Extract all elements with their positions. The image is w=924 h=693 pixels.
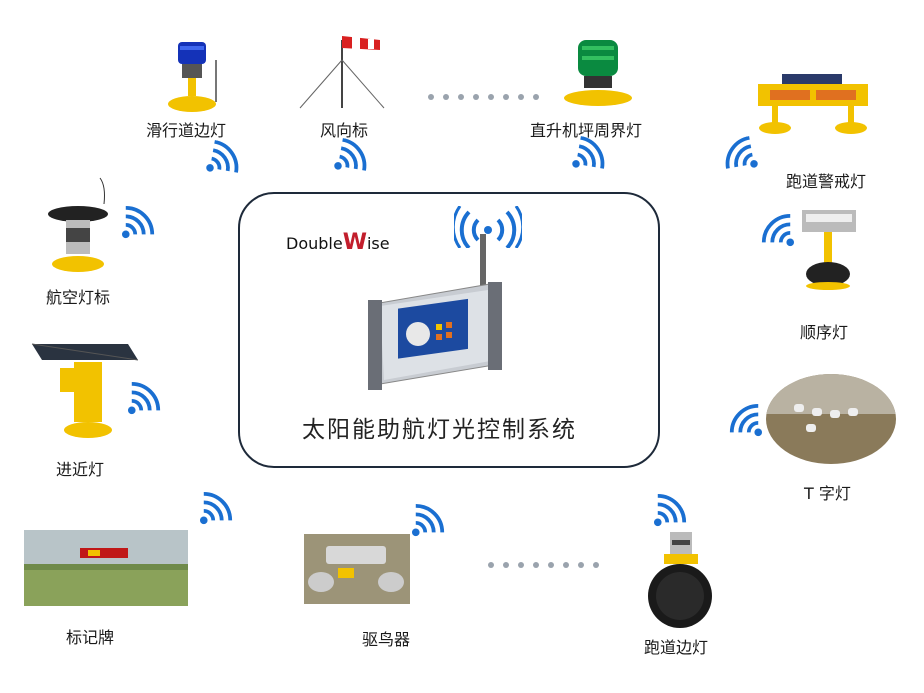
control-system-panel: DoubleWise 太阳能助航灯光控制系统 bbox=[238, 192, 660, 468]
wifi-icon bbox=[758, 214, 796, 248]
sign-board-photo bbox=[24, 530, 188, 606]
bird-repeller-label: 驱鸟器 bbox=[362, 630, 411, 649]
wifi-icon bbox=[126, 382, 164, 416]
heliport-perimeter-light-label: 直升机坪周界灯 bbox=[530, 121, 643, 140]
runway-edge-light-label: 跑道边灯 bbox=[644, 638, 709, 657]
windsock-image bbox=[299, 36, 385, 109]
runway-guard-light-label: 跑道警戒灯 bbox=[786, 172, 867, 191]
controller-device-image bbox=[368, 234, 502, 390]
wifi-icon bbox=[198, 492, 236, 526]
runway-edge-light-image bbox=[648, 532, 712, 628]
system-title: 太阳能助航灯光控制系统 bbox=[302, 417, 577, 443]
wifi-icon bbox=[410, 504, 448, 538]
taxiway-edge-light-image bbox=[168, 42, 217, 112]
sign-board-label: 标记牌 bbox=[66, 628, 115, 647]
t-light-photo bbox=[766, 374, 896, 464]
wifi-icon bbox=[331, 137, 374, 177]
wifi-icon bbox=[203, 139, 246, 179]
bird-repeller-photo bbox=[304, 534, 410, 604]
wifi-icon bbox=[120, 206, 158, 240]
t-light-label: T 字灯 bbox=[804, 484, 851, 503]
obstruction-light-image bbox=[48, 177, 108, 272]
more-devices-ellipsis bbox=[428, 94, 539, 100]
obstruction-light-label: 航空灯标 bbox=[46, 288, 111, 307]
windsock-label: 风向标 bbox=[320, 121, 369, 140]
approach-light-image bbox=[31, 343, 139, 438]
wifi-icon bbox=[569, 135, 612, 175]
wifi-icon bbox=[717, 135, 760, 175]
brand-logo: DoubleWise bbox=[286, 230, 390, 255]
approach-light-label: 进近灯 bbox=[56, 460, 105, 479]
sequenced-flashing-light-image bbox=[802, 210, 856, 290]
more-devices-ellipsis bbox=[488, 562, 599, 568]
runway-guard-light-image bbox=[758, 74, 868, 134]
heliport-perimeter-light-image bbox=[564, 40, 632, 106]
wifi-broadcast-icon bbox=[454, 206, 522, 248]
sequenced-flashing-light-label: 顺序灯 bbox=[800, 323, 849, 342]
wifi-icon bbox=[652, 494, 690, 528]
taxiway-edge-light-label: 滑行道边灯 bbox=[146, 121, 227, 140]
wifi-icon bbox=[726, 404, 764, 438]
